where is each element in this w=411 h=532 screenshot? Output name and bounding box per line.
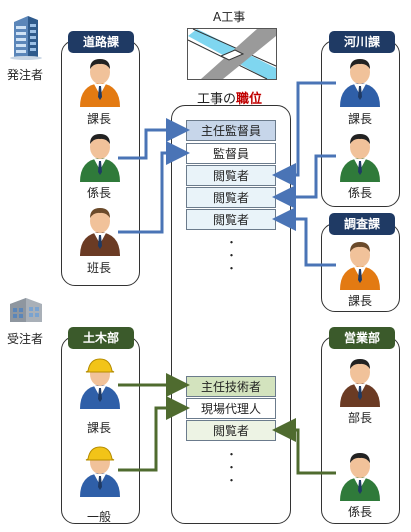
person-sales-assistant-icon: [338, 449, 382, 501]
person-label-road-chief: 課長: [86, 112, 111, 126]
person-label-sales-director: 部長: [347, 411, 372, 425]
role-viewer-2[interactable]: 閲覧者: [186, 187, 276, 208]
orderer-building-icon: [8, 10, 42, 60]
ellipsis-dot-3: ・: [226, 262, 237, 275]
ellipsis-dot-4: ・: [226, 448, 237, 461]
person-label-road-assistant: 係長: [86, 186, 111, 200]
person-label-river-chief: 課長: [347, 112, 372, 126]
ellipsis-dot-5: ・: [226, 461, 237, 474]
dept-civil: 土木部: [68, 327, 134, 349]
orderer-label: 発注者: [7, 68, 44, 82]
role-supervisor[interactable]: 監督員: [186, 143, 276, 164]
dept-river: 河川課: [329, 31, 395, 53]
dept-sales: 営業部: [329, 327, 395, 349]
role-viewer-3[interactable]: 閲覧者: [186, 209, 276, 230]
contractor-label: 受注者: [7, 332, 44, 346]
role-site-agent[interactable]: 現場代理人: [186, 398, 276, 419]
role-chief-engineer[interactable]: 主任技術者: [186, 376, 276, 397]
role-viewer-1[interactable]: 閲覧者: [186, 165, 276, 186]
person-label-civil-general: 一般: [86, 510, 111, 524]
person-civil-chief-icon: [78, 357, 122, 409]
person-river-chief-icon: [338, 55, 382, 107]
person-road-team-icon: [78, 204, 122, 256]
roles-column-title: 工事の職位: [197, 88, 262, 107]
person-label-survey-chief: 課長: [347, 294, 372, 308]
contractor-building-icon: [8, 294, 44, 324]
person-survey-chief-icon: [338, 238, 382, 290]
role-viewer-4[interactable]: 閲覧者: [186, 420, 276, 441]
roles-column-title-emph: 職位: [236, 92, 263, 107]
person-road-chief-icon: [78, 55, 122, 107]
roles-column-title-prefix: 工事の: [197, 92, 237, 107]
person-label-civil-chief: 課長: [86, 421, 111, 435]
project-title: A工事: [213, 10, 246, 24]
ellipsis-dot-6: ・: [226, 474, 237, 487]
dept-road: 道路課: [68, 31, 134, 53]
person-road-assistant-icon: [78, 130, 122, 182]
person-label-sales-assistant: 係長: [347, 505, 372, 519]
person-civil-general-icon: [78, 445, 122, 497]
ellipsis-dot-1: ・: [226, 236, 237, 249]
project-map-icon: [187, 28, 277, 80]
person-label-river-assistant: 係長: [347, 186, 372, 200]
ellipsis-dot-2: ・: [226, 249, 237, 262]
person-river-assistant-icon: [338, 130, 382, 182]
dept-survey: 調査課: [329, 213, 395, 235]
role-chief-supervisor[interactable]: 主任監督員: [186, 120, 276, 141]
person-label-road-team: 班長: [86, 261, 111, 275]
person-sales-director-icon: [338, 355, 382, 407]
